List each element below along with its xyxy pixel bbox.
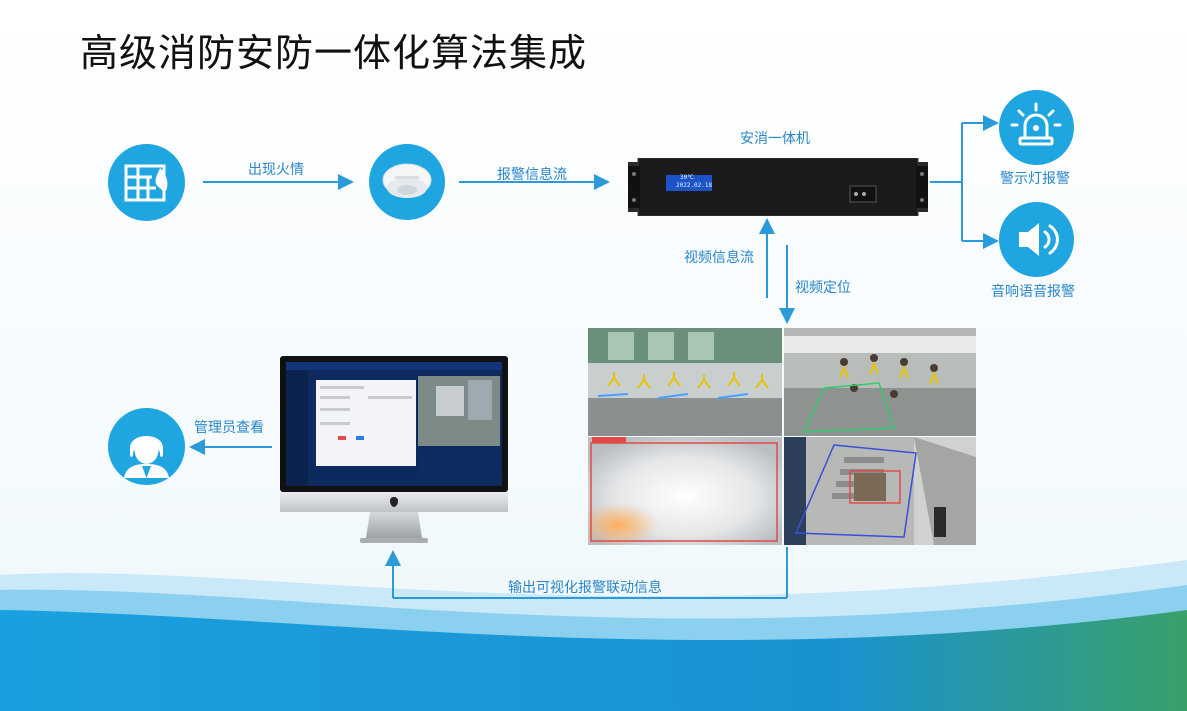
camera-feed-smoke bbox=[588, 437, 782, 545]
alarm-light-icon bbox=[999, 90, 1074, 165]
voice-alarm-label: 音响语音报警 bbox=[991, 284, 1075, 300]
camera-feed-classroom-2 bbox=[784, 328, 976, 436]
admin-label: 管理员查看 bbox=[194, 420, 264, 436]
building-fire-icon bbox=[108, 144, 185, 221]
page-title: 高级消防安防一体化算法集成 bbox=[80, 31, 588, 75]
output-label: 输出可视化报警联动信息 bbox=[508, 580, 662, 596]
video-stream-label: 视频信息流 bbox=[684, 250, 754, 266]
smoke-detector-icon bbox=[369, 144, 445, 220]
device-display-date: 2022.02.18 bbox=[676, 182, 713, 189]
imac-monitor-icon bbox=[280, 356, 508, 546]
speaker-icon bbox=[999, 202, 1074, 277]
machine-label: 安消一体机 bbox=[740, 131, 810, 147]
warning-light-label: 警示灯报警 bbox=[1000, 171, 1070, 187]
camera-feed-classroom-1 bbox=[588, 328, 782, 436]
camera-feed-stairway bbox=[784, 437, 976, 545]
fire-label: 出现火情 bbox=[248, 162, 304, 178]
admin-avatar-icon bbox=[108, 408, 185, 485]
alarm-stream-label: 报警信息流 bbox=[497, 167, 567, 183]
video-locate-label: 视频定位 bbox=[795, 280, 851, 296]
rack-device: 30℃ 2022.02.18 bbox=[628, 158, 928, 216]
device-display-temp: 30℃ bbox=[680, 174, 694, 181]
